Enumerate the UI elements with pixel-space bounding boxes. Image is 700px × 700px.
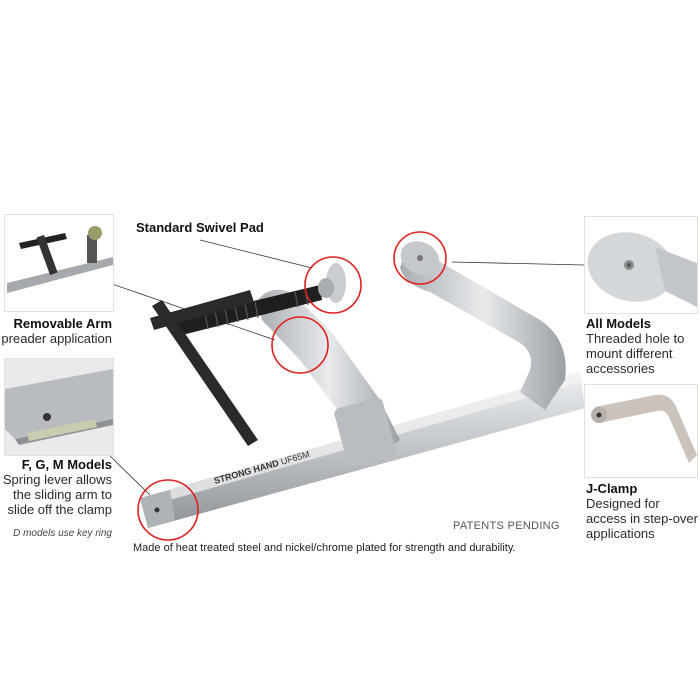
highlight-circles — [137, 231, 447, 541]
threaded-hole-caption: All Models Threaded hole to mount differ… — [586, 316, 685, 376]
removable-arm-inset — [4, 214, 114, 312]
sliding-arm — [258, 289, 400, 467]
threaded-hole-inset — [584, 216, 698, 314]
swivel-pad-label: Standard Swivel Pad — [136, 220, 264, 235]
screw — [175, 285, 322, 336]
fixed-jaw — [400, 241, 566, 410]
j-clamp-inset — [584, 384, 698, 478]
removable-arm-caption: Removable Arm preader application — [1, 316, 112, 346]
spring-lever-caption: F, G, M Models Spring lever allows the s… — [2, 457, 112, 517]
swivel-pad — [318, 263, 346, 303]
d-models-note: D models use key ring — [13, 528, 112, 539]
j-clamp-caption: J-Clamp Designed for access in step-over… — [586, 481, 698, 541]
material-description: Made of heat treated steel and nickel/ch… — [133, 542, 516, 554]
spring-lever-inset — [4, 358, 114, 456]
leader-lines — [109, 239, 585, 496]
patents-pending: PATENTS PENDING — [453, 520, 560, 532]
t-handle — [150, 290, 258, 446]
